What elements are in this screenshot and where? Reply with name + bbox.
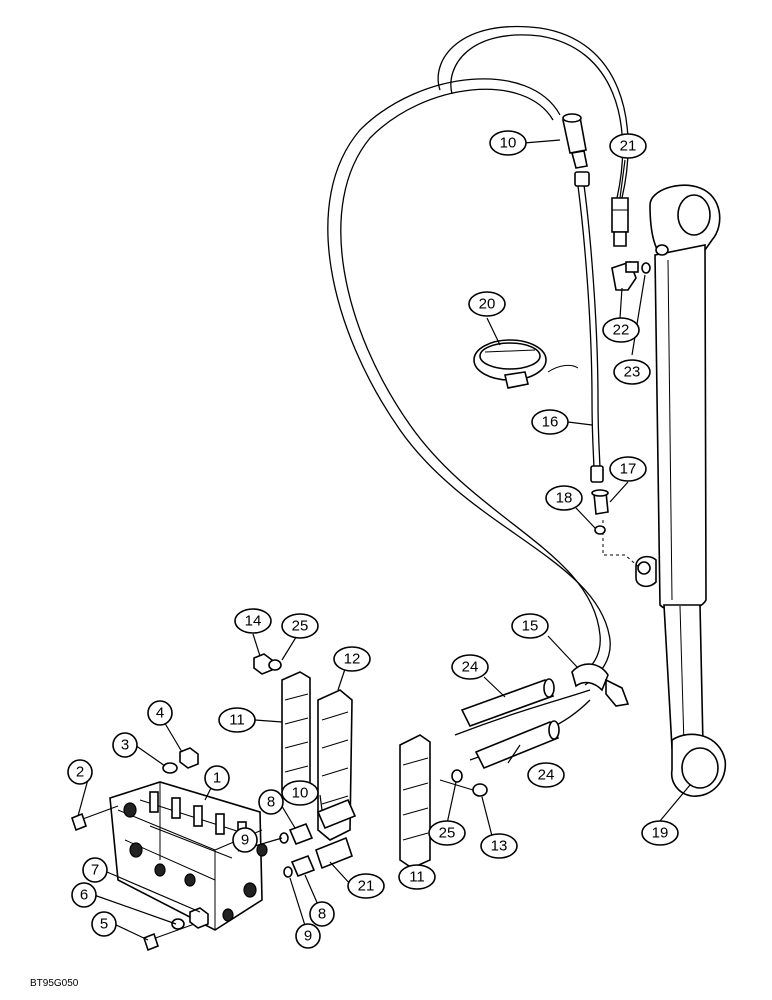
clamp-15: [571, 663, 630, 707]
control-valve-1: [109, 781, 268, 931]
protective-sleeves-24: [460, 678, 560, 770]
callout-13: 13: [480, 833, 518, 859]
callout-1: 1: [204, 765, 230, 791]
nut-7: [189, 907, 209, 929]
callout-2: 2: [67, 759, 93, 785]
svg-text:21: 21: [358, 878, 375, 895]
svg-text:18: 18: [556, 490, 573, 507]
svg-text:8: 8: [267, 794, 275, 811]
callout-20: 20: [468, 291, 506, 317]
callout-8-upper: 8: [258, 789, 284, 815]
clamp-block-11-upper: [281, 671, 311, 799]
callout-19: 19: [641, 820, 679, 846]
callout-10-upper: 10: [489, 130, 527, 156]
callout-22: 22: [602, 317, 640, 343]
hose-clamp-20: [473, 339, 579, 389]
callout-9-lower: 9: [295, 923, 321, 949]
callout-15: 15: [511, 613, 549, 639]
callout-3: 3: [112, 732, 138, 758]
svg-text:24: 24: [538, 767, 555, 784]
svg-text:7: 7: [91, 862, 99, 879]
o-ring-18: [594, 525, 606, 535]
callout-14: 14: [234, 608, 272, 634]
callout-10-lower: 10: [281, 780, 319, 806]
svg-text:4: 4: [156, 705, 164, 722]
callout-24-lower: 24: [527, 762, 565, 788]
callout-24-upper: 24: [451, 654, 489, 680]
fitting-8-lower: [290, 854, 316, 878]
svg-text:11: 11: [409, 869, 425, 886]
callout-21-upper: 21: [609, 133, 647, 159]
svg-text:5: 5: [100, 916, 108, 933]
fitting-17: [591, 489, 609, 515]
svg-text:11: 11: [229, 712, 245, 729]
svg-text:20: 20: [479, 296, 496, 313]
svg-text:10: 10: [292, 785, 309, 802]
svg-text:16: 16: [542, 414, 559, 431]
fitting-8-upper: [288, 822, 314, 846]
bolt-13: [439, 779, 488, 797]
svg-text:19: 19: [652, 825, 669, 842]
clamp-block-11-lower: [399, 734, 431, 869]
svg-text:25: 25: [439, 825, 456, 842]
svg-text:10: 10: [500, 135, 517, 152]
callout-8-lower: 8: [309, 901, 335, 927]
callout-6: 6: [71, 882, 97, 908]
svg-text:2: 2: [76, 764, 84, 781]
steel-tube-16: [574, 171, 604, 483]
svg-text:9: 9: [241, 832, 249, 849]
adapter-21-lower: [315, 836, 353, 870]
fitting-10-upper: [562, 113, 588, 169]
fitting-21-upper: [611, 197, 629, 247]
washer-25-upper: [268, 659, 282, 671]
callout-7: 7: [82, 857, 108, 883]
elbow-22: [611, 260, 639, 291]
nut-4: [179, 747, 199, 769]
callout-12: 12: [333, 646, 371, 672]
svg-text:24: 24: [462, 659, 479, 676]
svg-text:1: 1: [213, 770, 221, 787]
svg-text:3: 3: [121, 737, 129, 754]
svg-text:13: 13: [491, 838, 508, 855]
o-ring-9-lower: [283, 866, 293, 878]
svg-text:22: 22: [613, 322, 630, 339]
svg-text:17: 17: [620, 461, 637, 478]
callout-11-lower: 11: [398, 864, 436, 890]
callout-16: 16: [531, 409, 569, 435]
svg-text:25: 25: [292, 618, 309, 635]
drawing-code: BT95G050: [30, 978, 79, 989]
svg-text:15: 15: [522, 618, 539, 635]
callout-25-lower: 25: [428, 820, 466, 846]
callout-17: 17: [609, 456, 647, 482]
callout-5: 5: [91, 911, 117, 937]
washer-6: [171, 918, 185, 930]
callout-23: 23: [613, 359, 651, 385]
callout-18: 18: [545, 485, 583, 511]
washer-25-lower: [451, 769, 463, 783]
svg-text:9: 9: [304, 928, 312, 945]
svg-text:6: 6: [80, 887, 88, 904]
svg-text:23: 23: [624, 364, 641, 381]
callout-25-upper: 25: [281, 613, 319, 639]
adapter-10-lower: [316, 798, 357, 830]
washer-3: [162, 762, 178, 774]
callout-4: 4: [147, 700, 173, 726]
svg-text:12: 12: [344, 651, 361, 668]
hydraulic-cylinder: [602, 184, 727, 797]
o-ring-23: [641, 262, 651, 274]
callout-11-upper: 11: [218, 707, 256, 733]
svg-text:14: 14: [245, 613, 262, 630]
callout-9-upper: 9: [232, 827, 258, 853]
callout-21-lower: 21: [347, 873, 385, 899]
svg-text:21: 21: [620, 138, 637, 155]
svg-text:8: 8: [318, 906, 326, 923]
bolt-5: [143, 921, 201, 952]
